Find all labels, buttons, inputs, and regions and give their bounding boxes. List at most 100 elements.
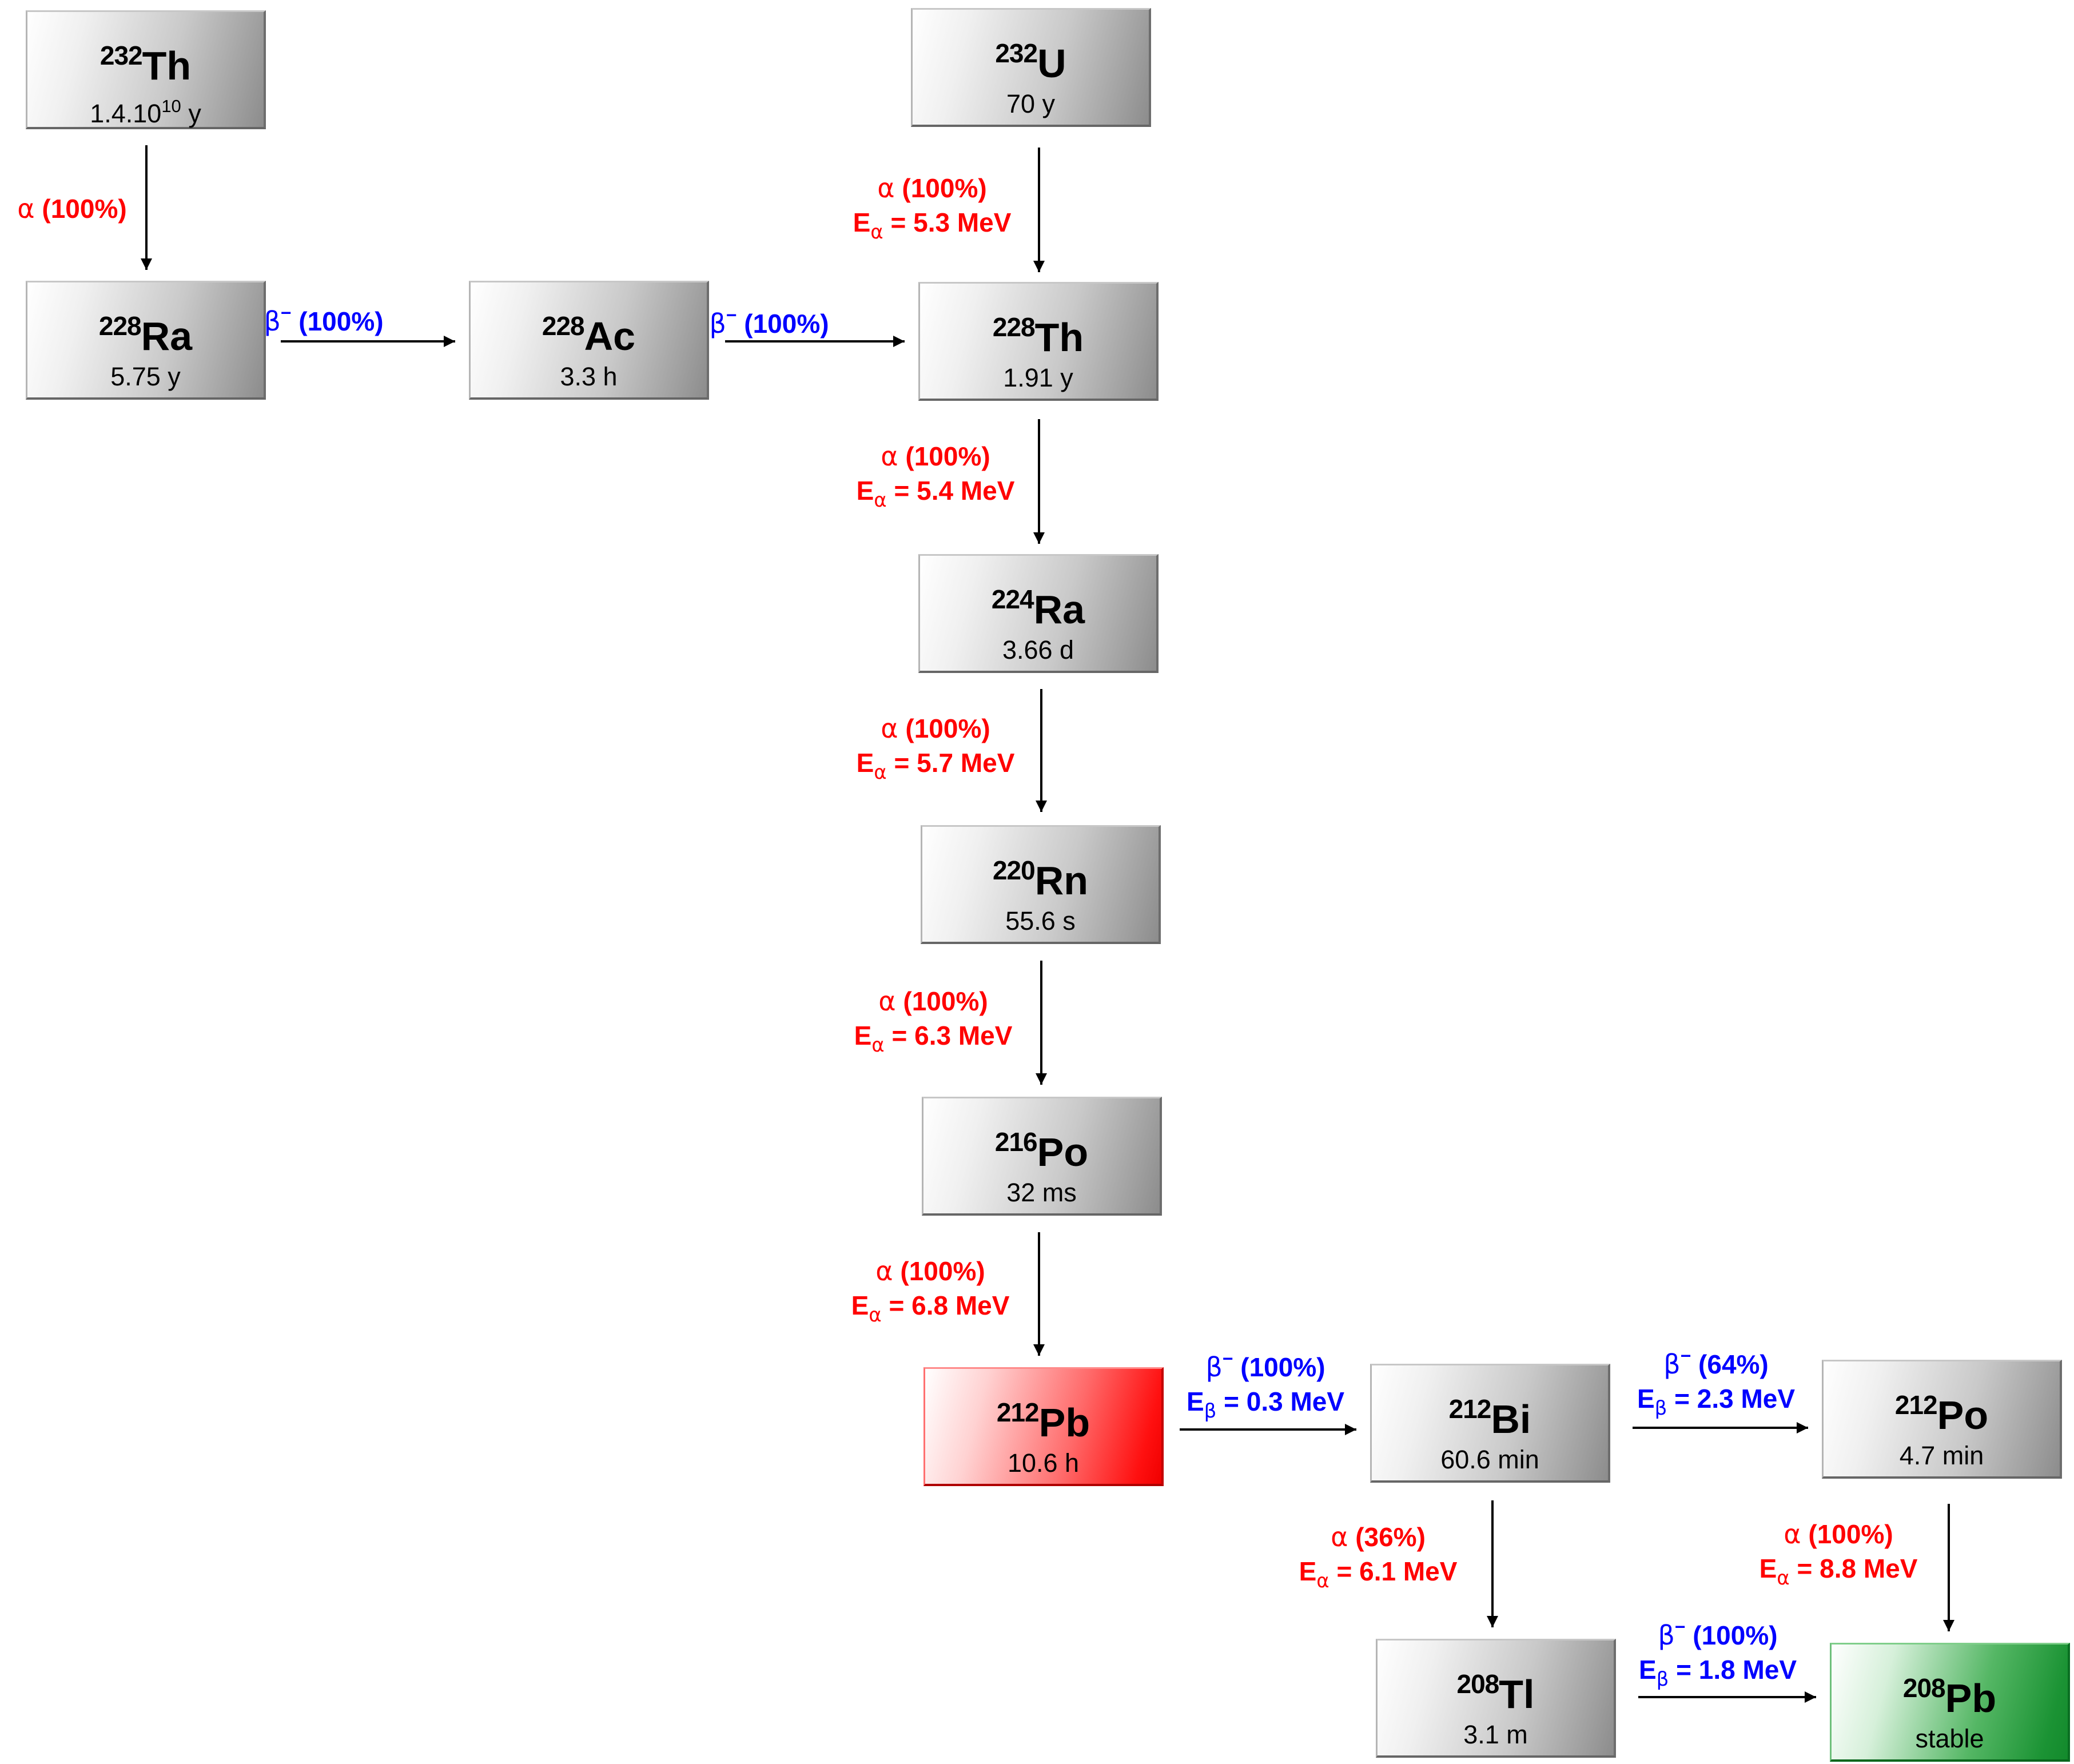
decay-mode-charge: −	[726, 305, 737, 325]
branching-ratio: (100%)	[905, 714, 990, 743]
decay-mode-line: β− (100%)	[192, 296, 455, 339]
energy-value: = 2.3 MeV	[1674, 1384, 1796, 1413]
decay-mode-line: α (100%)	[799, 1254, 1062, 1288]
decay-mode-line: β− (64%)	[1585, 1339, 1848, 1381]
decay-mode-line: α (100%)	[804, 711, 1067, 746]
decay-mode: β	[1663, 1349, 1681, 1380]
nuclide-label: 216Po	[923, 1120, 1160, 1174]
decay-mode-line: β− (100%)	[1134, 1341, 1397, 1384]
energy-subscript: α	[1777, 1567, 1790, 1590]
nuclide-label: 208Pb	[1832, 1666, 2068, 1720]
half-life: 4.7 min	[1899, 1441, 1984, 1470]
decay-mode: β	[1205, 1352, 1223, 1383]
decay-energy-line: Eα = 5.4 MeV	[804, 473, 1067, 517]
nuclide-label: 212Pb	[925, 1391, 1161, 1444]
mass-number: 232	[99, 41, 143, 70]
energy-subscript: α	[1316, 1570, 1329, 1592]
nuclide-box-bi212: 212Bi 60.6 min	[1370, 1364, 1610, 1483]
energy-subscript: α	[874, 761, 887, 784]
energy-subscript: α	[870, 221, 883, 244]
energy-symbol: E	[851, 1291, 869, 1320]
decay-energy-line: Eα = 6.8 MeV	[799, 1288, 1062, 1332]
energy-value: = 1.8 MeV	[1676, 1655, 1797, 1685]
half-life: 3.1 m	[1463, 1720, 1528, 1749]
nuclide-box-ra228: 228Ra 5.75 y	[26, 281, 266, 400]
half-life: 3.3 h	[560, 362, 618, 391]
decay-mode: α	[17, 193, 35, 224]
element-symbol: Po	[1937, 1393, 1989, 1438]
element-symbol: Po	[1037, 1130, 1089, 1174]
mass-number: 212	[1448, 1394, 1492, 1424]
energy-subscript: β	[1656, 1668, 1669, 1691]
mass-number: 216	[994, 1127, 1038, 1157]
mass-number: 212	[996, 1397, 1040, 1427]
element-symbol: Ra	[141, 314, 193, 359]
decay-mode-line: α (100%)	[0, 192, 204, 226]
nuclide-label: 232Th	[27, 34, 264, 87]
nuclide-box-rn220: 220Rn 55.6 s	[921, 825, 1161, 944]
energy-symbol: E	[856, 476, 874, 505]
energy-value: = 6.3 MeV	[891, 1021, 1013, 1050]
element-symbol: Tl	[1499, 1672, 1535, 1717]
nuclide-box-pb208: 208Pb stable	[1830, 1643, 2070, 1762]
nuclide-box-th232: 232Th 1.4.1010 y	[26, 10, 266, 129]
decay-energy-line: Eα = 6.3 MeV	[802, 1018, 1065, 1062]
energy-value: = 0.3 MeV	[1224, 1387, 1345, 1416]
energy-symbol: E	[1299, 1556, 1317, 1586]
nuclide-label: 224Ra	[920, 578, 1156, 631]
energy-symbol: E	[1759, 1554, 1777, 1583]
nuclide-label: 208Tl	[1378, 1662, 1614, 1716]
nuclide-box-pb212: 212Pb 10.6 h	[923, 1367, 1164, 1486]
nuclide-label: 232U	[913, 31, 1149, 85]
element-symbol: Rn	[1034, 858, 1089, 903]
mass-number: 228	[98, 311, 142, 341]
element-symbol: Ac	[584, 314, 636, 359]
energy-symbol: E	[853, 208, 871, 237]
element-symbol: Ra	[1033, 587, 1085, 632]
nuclide-label: 228Th	[920, 305, 1156, 359]
mass-number: 224	[991, 584, 1034, 614]
decay-energy-line: Eα = 8.8 MeV	[1707, 1551, 1970, 1595]
decay-mode: α	[878, 986, 896, 1017]
decay-label-pb212-bi212: β− (100%) Eβ = 0.3 MeV	[1134, 1341, 1397, 1428]
decay-mode-line: β− (100%)	[1586, 1610, 1849, 1652]
energy-symbol: E	[1186, 1387, 1204, 1416]
half-life: stable	[1915, 1724, 1984, 1753]
energy-subscript: α	[871, 1034, 885, 1057]
energy-subscript: α	[869, 1304, 882, 1327]
element-symbol: U	[1037, 41, 1066, 86]
decay-label-bi212-tl208: α (36%) Eα = 6.1 MeV	[1247, 1520, 1510, 1598]
energy-subscript: β	[1204, 1400, 1217, 1423]
branching-ratio: (100%)	[1693, 1620, 1778, 1650]
decay-energy-line: Eβ = 1.8 MeV	[1586, 1652, 1849, 1697]
decay-energy-line: Eα = 6.1 MeV	[1247, 1554, 1510, 1598]
decay-mode: α	[1331, 1522, 1348, 1552]
branching-ratio: (36%)	[1355, 1522, 1426, 1552]
decay-mode-line: α (100%)	[801, 171, 1064, 205]
element-symbol: Pb	[1945, 1676, 1997, 1721]
decay-label-th232-ra228: α (100%)	[0, 192, 204, 226]
branching-ratio: (100%)	[744, 309, 829, 339]
decay-mode-charge: −	[1222, 1348, 1233, 1369]
decay-mode: α	[875, 1256, 893, 1287]
mass-number: 232	[995, 38, 1038, 68]
nuclide-box-ac228: 228Ac 3.3 h	[469, 281, 709, 400]
decay-label-u232-th228: α (100%) Eα = 5.3 MeV	[801, 171, 1064, 249]
decay-mode: β	[709, 308, 726, 339]
decay-label-th228-ra224: α (100%) Eα = 5.4 MeV	[804, 439, 1067, 517]
energy-subscript: β	[1654, 1397, 1667, 1420]
branching-ratio: (100%)	[1808, 1519, 1893, 1549]
decay-mode: β	[1658, 1620, 1675, 1651]
energy-symbol: E	[1637, 1384, 1655, 1413]
nuclide-box-po216: 216Po 32 ms	[922, 1097, 1162, 1216]
half-life: 60.6 min	[1440, 1445, 1539, 1474]
nuclide-label: 228Ra	[27, 304, 264, 358]
nuclide-label: 220Rn	[922, 849, 1159, 902]
branching-ratio: (64%)	[1698, 1349, 1769, 1379]
mass-number: 228	[992, 312, 1036, 342]
decay-mode-line: α (100%)	[1707, 1517, 1970, 1551]
branching-ratio: (100%)	[1240, 1352, 1325, 1382]
decay-label-rn220-po216: α (100%) Eα = 6.3 MeV	[802, 984, 1065, 1062]
decay-mode-charge: −	[280, 302, 292, 323]
decay-mode-line: β− (100%)	[638, 298, 901, 341]
